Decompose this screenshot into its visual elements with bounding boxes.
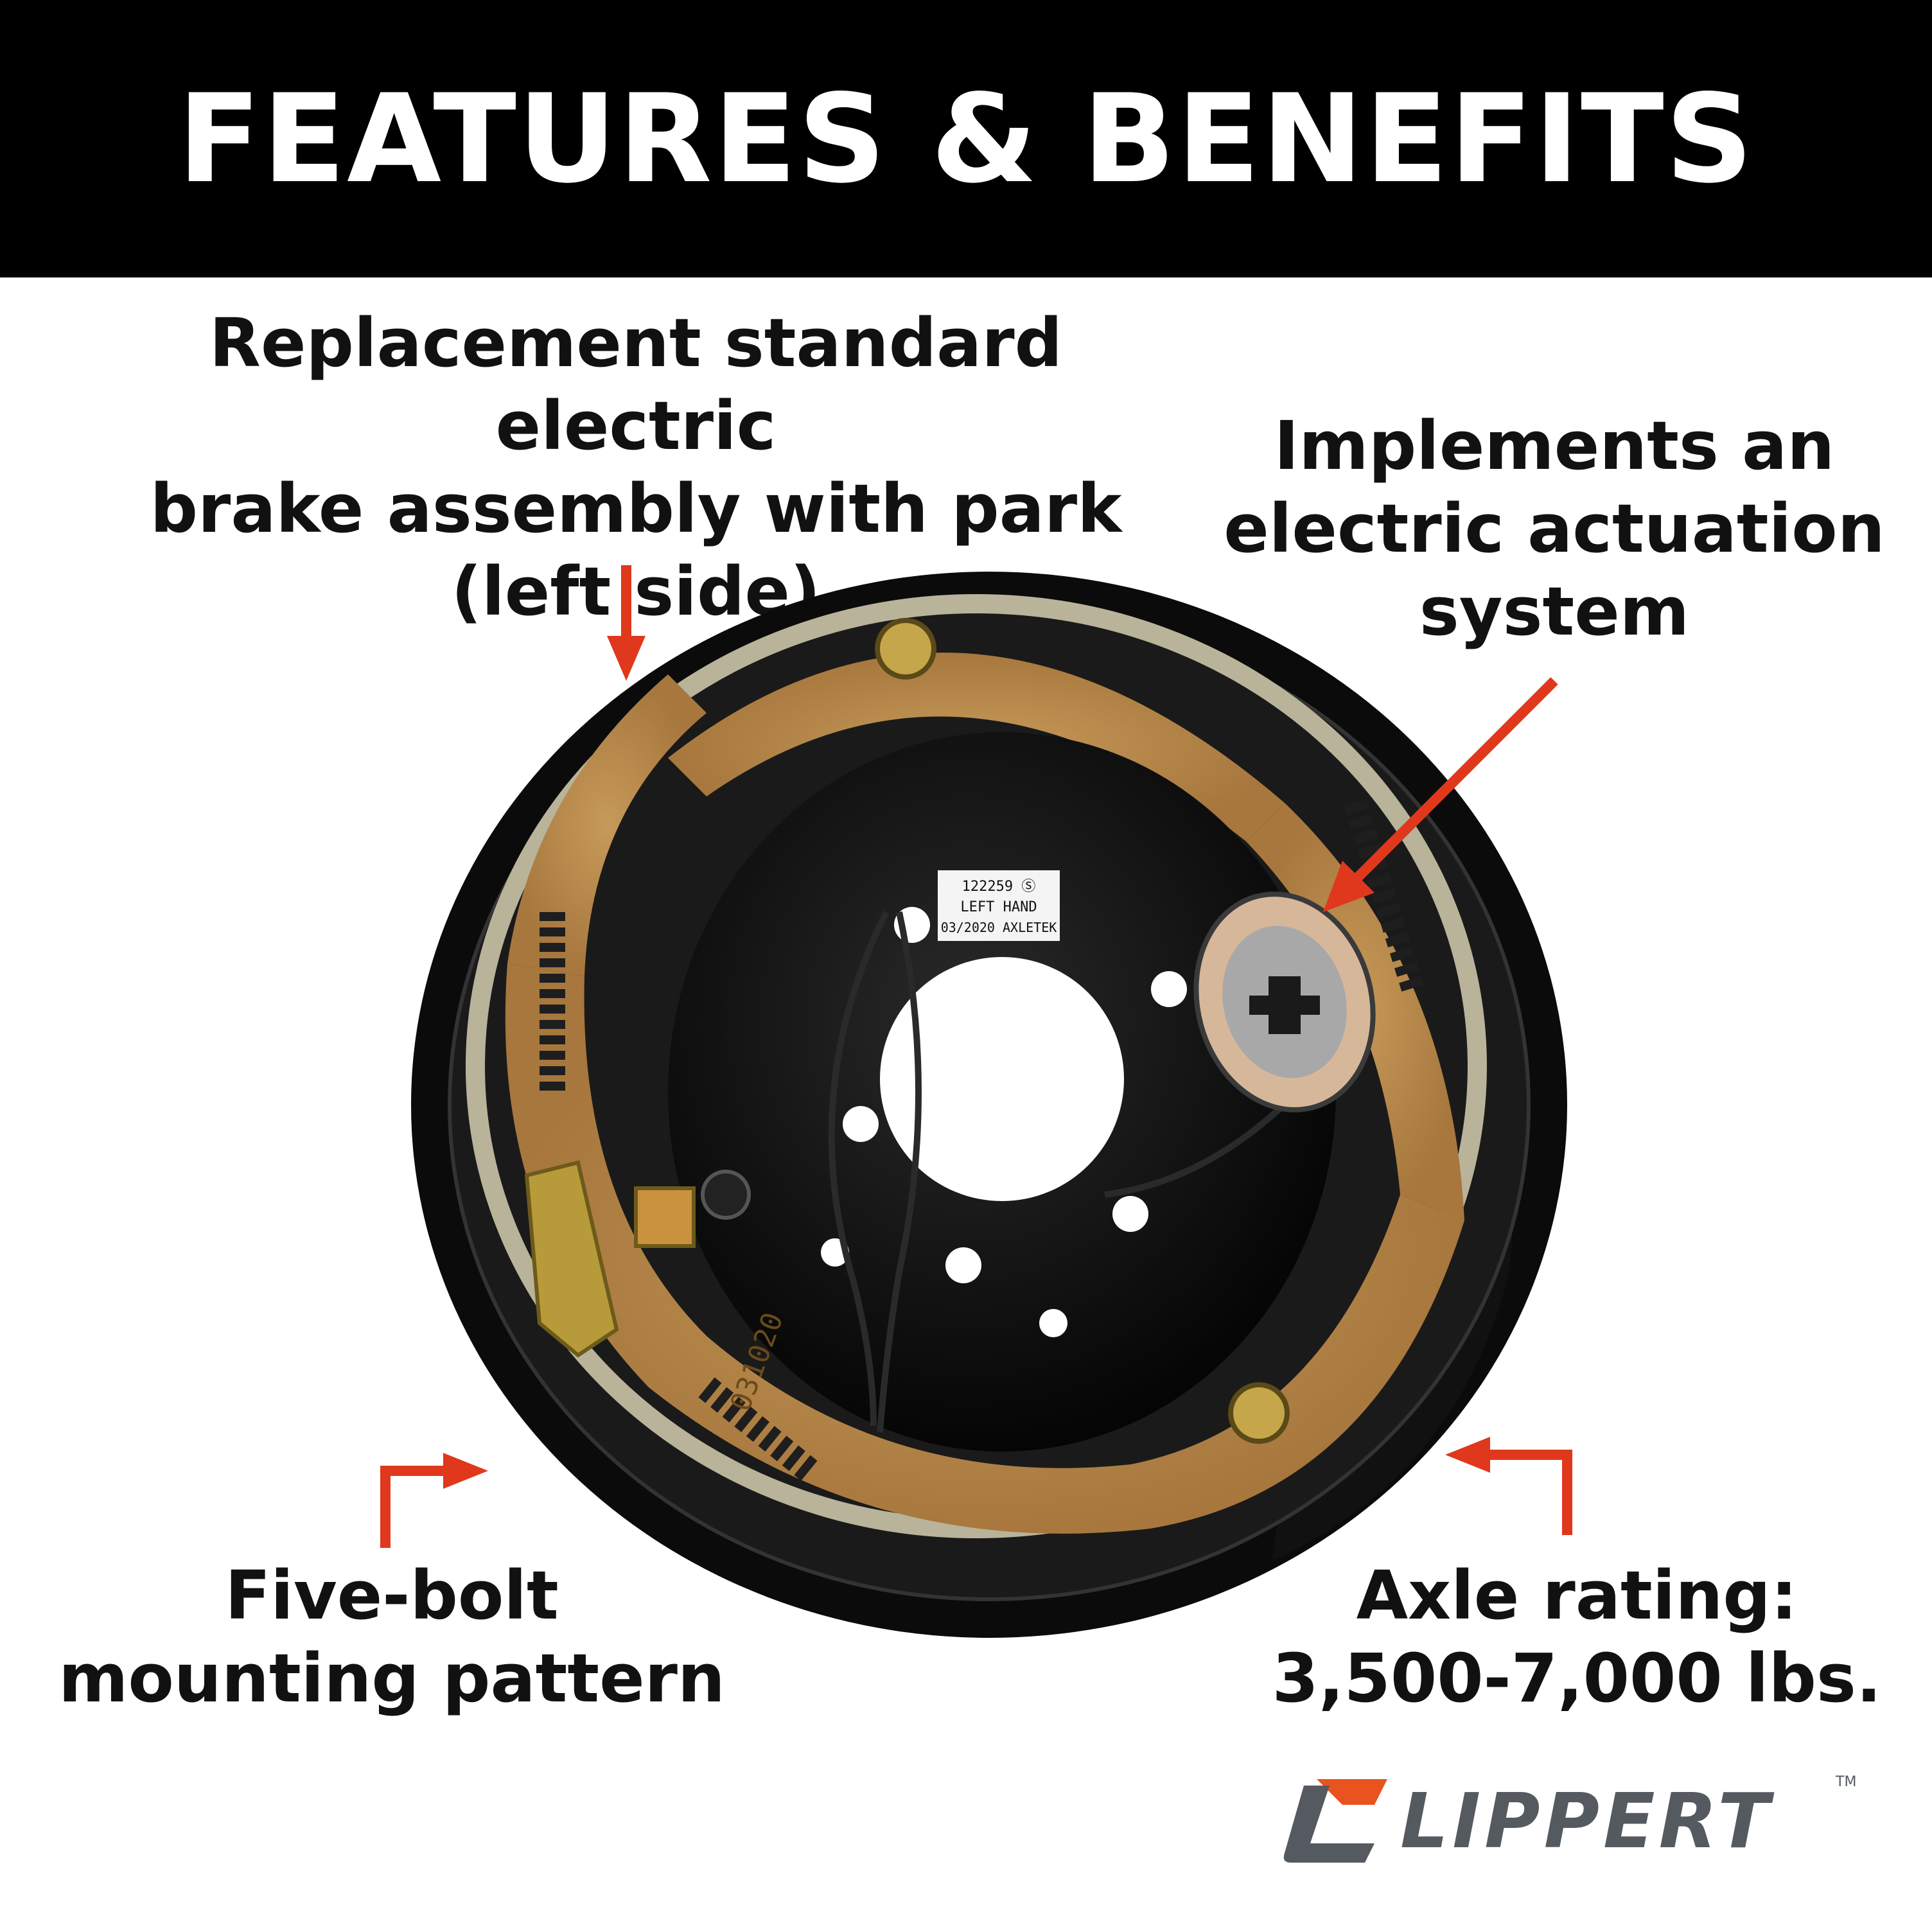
- electromagnet: [1193, 891, 1376, 1112]
- arrow-top-left: [607, 565, 645, 681]
- label-line-3: 03/2020 AXLETEK: [941, 920, 1057, 935]
- label-line-2: LEFT HAND: [960, 899, 1037, 915]
- lippert-logo-text: LIPPERT: [1400, 1777, 1773, 1865]
- callout-electric-actuation: Implements an electric actuation system: [1224, 407, 1885, 651]
- lippert-logo-mark: [1283, 1779, 1387, 1863]
- inner-plate: [668, 732, 1336, 1452]
- bolt-hole: [945, 1247, 981, 1283]
- lippert-logo: LIPPERT TM: [1278, 1760, 1856, 1869]
- hold-down-nut: [875, 618, 1290, 1444]
- axle-hole: [880, 957, 1124, 1201]
- wires: [828, 910, 1300, 1433]
- arrow-top-right: [1323, 677, 1558, 912]
- page-title: FEATURES & BENEFITS: [177, 67, 1755, 210]
- callout-brake-assembly: Replacement standard electric brake asse…: [150, 304, 1122, 631]
- return-spring: [540, 799, 1425, 1481]
- callout-bolt-pattern: Five-bolt mounting pattern: [58, 1556, 725, 1717]
- label-line-1: 122259 Ⓢ: [962, 879, 1036, 895]
- bolt-hole: [1112, 1196, 1148, 1232]
- trademark: TM: [1836, 1774, 1857, 1790]
- bolt-hole: [1151, 971, 1187, 1007]
- arrow-bottom-right: [1445, 1437, 1572, 1535]
- callout-axle-rating: Axle rating: 3,500-7,000 lbs.: [1272, 1556, 1882, 1717]
- arrow-bottom-left: [380, 1453, 488, 1548]
- header-banner: FEATURES & BENEFITS: [0, 0, 1932, 277]
- bolt-hole: [843, 1106, 879, 1142]
- actuator-lever: [524, 1160, 751, 1358]
- product-label: 122259 Ⓢ LEFT HAND 03/2020 AXLETEK: [938, 870, 1060, 941]
